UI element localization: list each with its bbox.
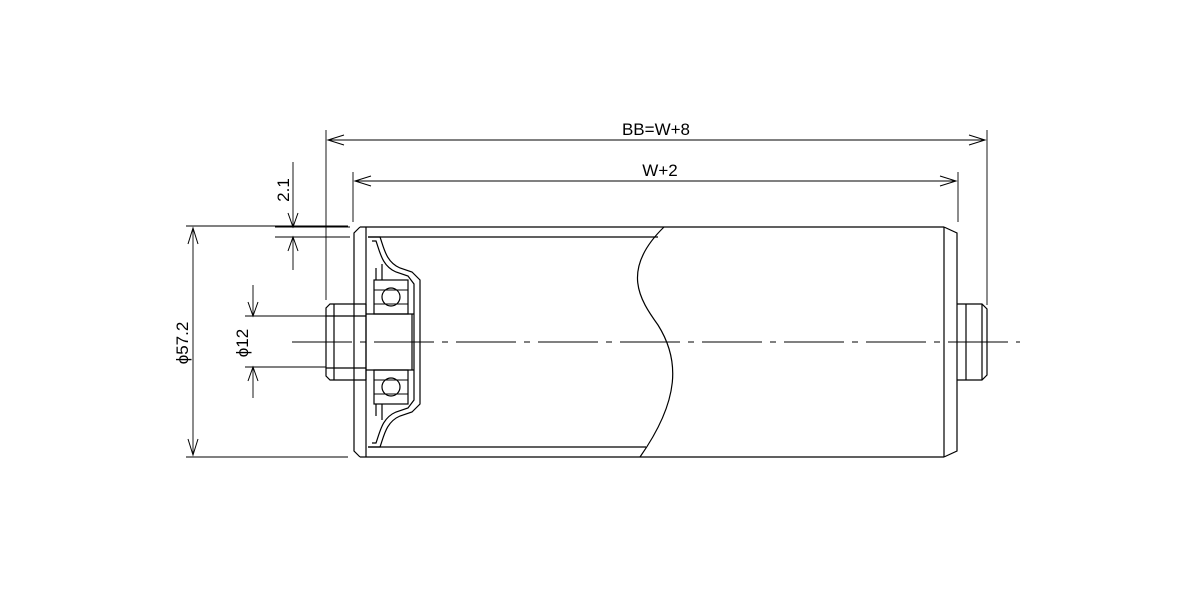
wall-thickness-dimension: 2.1 <box>274 162 350 270</box>
shaft-diameter-label: ϕ12 <box>233 329 252 357</box>
tube-length-label: W+2 <box>642 161 677 180</box>
overall-length-dimension: BB=W+8 <box>325 120 988 305</box>
tube-length-dimension: W+2 <box>352 161 959 222</box>
tube-diameter-label: ϕ57.2 <box>173 322 192 365</box>
shaft-diameter-dimension: ϕ12 <box>233 285 326 398</box>
overall-length-label: BB=W+8 <box>622 120 690 139</box>
wall-thickness-label: 2.1 <box>274 178 293 202</box>
roller-tube <box>353 226 958 458</box>
tube-diameter-dimension: ϕ57.2 <box>173 225 348 458</box>
